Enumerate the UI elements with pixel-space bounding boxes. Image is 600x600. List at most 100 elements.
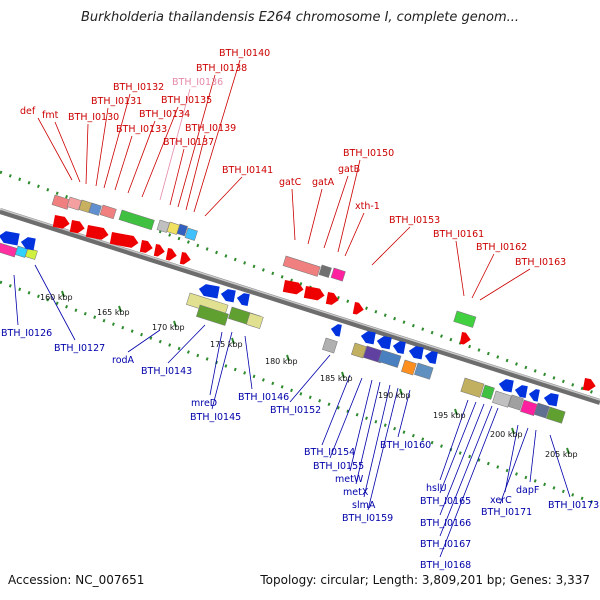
gene-label[interactable]: fmt	[42, 110, 59, 121]
forward-strand-labels: def fmt BTH_I0130 BTH_I0131 BTH_I0132 BT…	[20, 48, 566, 268]
gene-block	[282, 255, 321, 277]
leader-line	[37, 117, 73, 181]
gene-label[interactable]: metX	[343, 487, 369, 498]
gene-block	[184, 227, 198, 241]
gene-label[interactable]: BTH_I0131	[91, 96, 142, 107]
gene-block	[330, 267, 346, 282]
leader-line	[549, 434, 571, 498]
leader-line	[13, 274, 19, 326]
gene-label[interactable]: rodA	[112, 355, 135, 366]
gene-label[interactable]: BTH_I0137	[163, 137, 214, 148]
gene-label[interactable]: BTH_I0150	[343, 148, 394, 159]
gene-arrow	[352, 302, 364, 315]
leader-line	[439, 399, 469, 481]
gene-arrow	[459, 332, 471, 345]
gene-label[interactable]: gatA	[312, 177, 335, 188]
gene-label[interactable]: BTH_I0135	[161, 95, 212, 106]
leader-line	[114, 135, 133, 191]
gene-label[interactable]: BTH_I0127	[54, 343, 105, 354]
gene-arrow	[498, 379, 514, 393]
kbp-tick-mark	[118, 305, 122, 313]
leader-line	[169, 148, 185, 206]
gene-label[interactable]: BTH_I0155	[313, 461, 364, 472]
leader-line	[321, 374, 351, 446]
kbp-tick-mark	[566, 447, 570, 455]
gene-block	[66, 196, 82, 211]
gene-arrow	[392, 341, 406, 355]
leader-line	[193, 59, 241, 213]
gene-label[interactable]: xth-1	[355, 201, 380, 212]
gene-arrow	[179, 252, 191, 265]
gene-block	[492, 390, 512, 408]
gene-arrow	[236, 293, 250, 307]
gene-label[interactable]: hslU	[426, 483, 447, 494]
gene-label[interactable]: BTH_I0163	[515, 257, 566, 268]
gene-label[interactable]: dapF	[516, 485, 539, 496]
gene-label[interactable]: BTH_I0139	[185, 123, 236, 134]
gene-label[interactable]: BTH_I0145	[190, 412, 241, 423]
gene-label[interactable]: def	[20, 106, 36, 117]
leader-line	[159, 88, 191, 201]
leader-line	[367, 387, 399, 511]
gene-arrow	[153, 244, 165, 257]
leader-line	[471, 253, 495, 299]
gene-label[interactable]: gatB	[338, 164, 360, 175]
gene-label[interactable]: slmA	[352, 500, 376, 511]
gene-label[interactable]: BTH_I0146	[238, 392, 289, 403]
gene-label[interactable]: BTH_I0134	[139, 109, 190, 120]
gene-label[interactable]: BTH_I0133	[116, 124, 167, 135]
gene-label[interactable]: BTH_I0154	[304, 447, 355, 458]
leader-line	[439, 407, 499, 558]
gene-label[interactable]: BTH_I0136	[172, 77, 223, 88]
leader-line	[337, 159, 361, 253]
accession: Accession: NC_007651	[8, 573, 145, 587]
gene-block	[460, 377, 485, 398]
gene-arrow	[109, 232, 139, 248]
gene-label[interactable]: BTH_I0160	[380, 440, 431, 451]
gene-label[interactable]: BTH_I0173	[548, 500, 599, 511]
gene-label[interactable]: BTH_I0171	[481, 507, 532, 518]
kbp-tick-label: 160 kbp	[40, 293, 73, 302]
gene-label[interactable]: BTH_I0141	[222, 165, 273, 176]
gene-label[interactable]: metW	[335, 474, 364, 485]
gene-block	[520, 399, 538, 416]
leader-line	[167, 324, 206, 364]
leader-line	[323, 175, 349, 249]
kbp-tick-label: 205 kbp	[545, 450, 578, 459]
gene-arrow	[165, 248, 177, 261]
leader-line	[479, 268, 531, 301]
gene-block	[99, 204, 117, 220]
gene-label[interactable]: BTH_I0138	[196, 63, 247, 74]
reverse-strand-labels: BTH_I0126 BTH_I0127 rodA BTH_I0143 mreD …	[1, 328, 599, 571]
leader-line	[371, 226, 411, 266]
gene-arrow	[20, 237, 36, 251]
kbp-tick-mark	[511, 427, 515, 435]
gene-label[interactable]: BTH_I0143	[141, 366, 192, 377]
gene-label[interactable]: BTH_I0152	[270, 405, 321, 416]
leader-line	[177, 74, 216, 208]
gene-label[interactable]: BTH_I0140	[219, 48, 270, 59]
gene-label[interactable]: xerC	[490, 495, 512, 506]
gene-label[interactable]: BTH_I0159	[342, 513, 393, 524]
leader-line	[289, 354, 331, 403]
leader-line	[127, 329, 161, 353]
gene-label[interactable]: BTH_I0153	[389, 215, 440, 226]
gene-label[interactable]: BTH_I0161	[433, 229, 484, 240]
gene-label[interactable]: BTH_I0165	[420, 496, 471, 507]
gene-label[interactable]: BTH_I0168	[420, 560, 471, 571]
gene-label[interactable]: BTH_I0130	[68, 112, 119, 123]
leader-line	[127, 120, 156, 194]
kbp-tick-mark	[231, 337, 235, 345]
gene-label[interactable]: BTH_I0162	[476, 242, 527, 253]
gene-label[interactable]: BTH_I0166	[420, 518, 471, 529]
gene-block	[453, 310, 477, 328]
gene-label[interactable]: BTH_I0132	[113, 82, 164, 93]
gene-label[interactable]: BTH_I0126	[1, 328, 52, 339]
gene-block	[378, 349, 402, 368]
gene-block	[401, 359, 417, 376]
gene-label[interactable]: BTH_I0167	[420, 539, 471, 550]
gene-label[interactable]: mreD	[191, 398, 217, 409]
gene-label[interactable]: gatC	[279, 177, 302, 188]
leader-line	[355, 381, 381, 485]
